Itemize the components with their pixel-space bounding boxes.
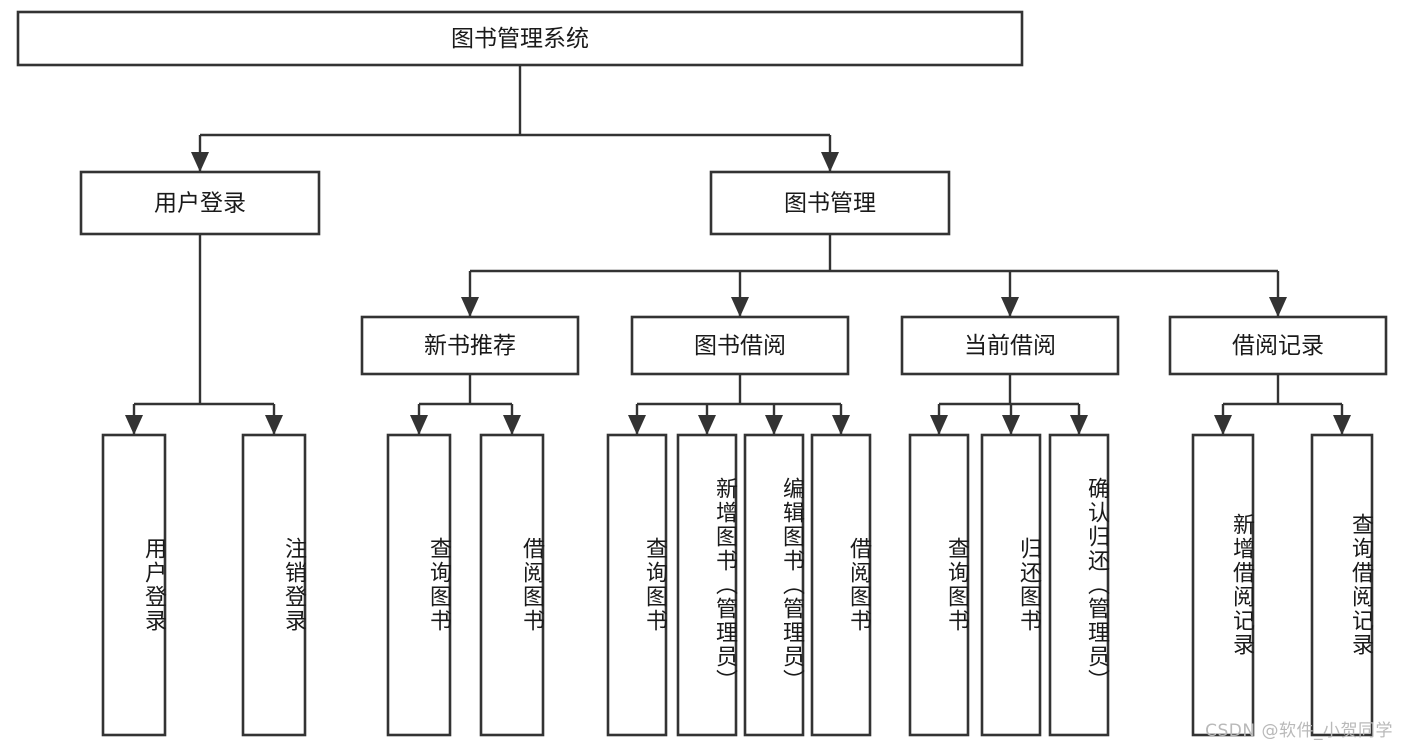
leaf-node-11-label-wrap: 新增借阅记录: [1229, 513, 1254, 657]
leaf-node-3-box[interactable]: [479, 433, 545, 737]
leaf-node-3-label: 借阅图书: [519, 537, 544, 633]
bookmgmt-to-level3-arrowhead-0: [461, 297, 479, 317]
level2-node-0-box[interactable]: [79, 170, 321, 236]
leaf-node-5-box[interactable]: [676, 433, 738, 737]
leaf-node-5-label: 新增图书（管理员）: [712, 477, 737, 693]
record-to-leaves-arrowhead-0: [1214, 415, 1232, 435]
leaf-node-12-box[interactable]: [1310, 433, 1374, 737]
leaf-node-2-box[interactable]: [386, 433, 452, 737]
connector-layer: [125, 65, 1351, 435]
current-to-leaves-arrowhead-2: [1070, 415, 1088, 435]
leaf-node-2-label: 查询图书: [426, 537, 451, 633]
leaf-node-10-label-wrap: 确认归还（管理员）: [1084, 477, 1109, 693]
leaf-node-7-label-wrap: 借阅图书: [846, 537, 871, 633]
leaf-node-4-label-wrap: 查询图书: [642, 537, 667, 633]
leaf-node-1-box[interactable]: [241, 433, 307, 737]
leaf-node-4-box[interactable]: [606, 433, 668, 737]
level2-node-1-box[interactable]: [709, 170, 951, 236]
level3-node-3-box[interactable]: [1168, 315, 1388, 376]
current-to-leaves-arrowhead-0: [930, 415, 948, 435]
leaf-node-2-label-wrap: 查询图书: [426, 537, 451, 633]
leaf-node-10-box[interactable]: [1048, 433, 1110, 737]
leaf-node-12-label-wrap: 查询借阅记录: [1348, 513, 1373, 657]
leaf-node-6-label: 编辑图书（管理员）: [779, 477, 804, 693]
newbook-to-leaves-arrowhead-1: [503, 415, 521, 435]
node-layer: 图书管理系统用户登录图书管理新书推荐图书借阅当前借阅借阅记录用户登录注销登录查询…: [16, 10, 1388, 737]
leaf-node-11-box[interactable]: [1191, 433, 1255, 737]
leaf-node-3-label-wrap: 借阅图书: [519, 537, 544, 633]
leaf-node-8-box[interactable]: [908, 433, 970, 737]
level2-node-1-label: 图书管理: [784, 191, 876, 217]
leaf-node-8-label: 查询图书: [944, 537, 969, 633]
leaf-node-11-label: 新增借阅记录: [1229, 513, 1254, 657]
leaf-node-10-label: 确认归还（管理员）: [1084, 477, 1109, 693]
leaf-node-5-label-wrap: 新增图书（管理员）: [712, 477, 737, 693]
borrow-to-leaves-arrowhead-0: [628, 415, 646, 435]
level3-node-1-label: 图书借阅: [694, 333, 786, 359]
borrow-to-leaves-arrowhead-1: [698, 415, 716, 435]
root-to-level2-arrowhead-1: [821, 152, 839, 172]
leaf-node-0-box[interactable]: [101, 433, 167, 737]
leaf-node-6-box[interactable]: [743, 433, 805, 737]
userlogin-to-leaves-arrowhead-0: [125, 415, 143, 435]
leaf-node-9-label: 归还图书: [1016, 537, 1041, 633]
leaf-node-9-label-wrap: 归还图书: [1016, 537, 1041, 633]
newbook-to-leaves-arrowhead-0: [410, 415, 428, 435]
level3-node-2-box[interactable]: [900, 315, 1120, 376]
leaf-node-1-label: 注销登录: [281, 537, 306, 633]
level2-node-0-label: 用户登录: [154, 191, 246, 217]
level3-node-0-label: 新书推荐: [424, 333, 516, 359]
level3-node-1-box[interactable]: [630, 315, 850, 376]
bookmgmt-to-level3-arrowhead-3: [1269, 297, 1287, 317]
leaf-node-0-label-wrap: 用户登录: [141, 537, 166, 633]
record-to-leaves-arrowhead-1: [1333, 415, 1351, 435]
leaf-node-8-label-wrap: 查询图书: [944, 537, 969, 633]
leaf-node-4-label: 查询图书: [642, 537, 667, 633]
leaf-node-0-label: 用户登录: [141, 537, 166, 633]
borrow-to-leaves-arrowhead-3: [832, 415, 850, 435]
userlogin-to-leaves-arrowhead-1: [265, 415, 283, 435]
root-node-label: 图书管理系统: [451, 26, 589, 52]
level3-node-0-box[interactable]: [360, 315, 580, 376]
bookmgmt-to-level3-arrowhead-1: [731, 297, 749, 317]
level3-node-2-label: 当前借阅: [964, 333, 1056, 359]
leaf-node-7-box[interactable]: [810, 433, 872, 737]
level3-node-3-label: 借阅记录: [1232, 333, 1324, 359]
root-node-box[interactable]: [16, 10, 1024, 67]
leaf-node-6-label-wrap: 编辑图书（管理员）: [779, 477, 804, 693]
leaf-node-9-box[interactable]: [980, 433, 1042, 737]
root-to-level2-arrowhead-0: [191, 152, 209, 172]
borrow-to-leaves-arrowhead-2: [765, 415, 783, 435]
leaf-node-12-label: 查询借阅记录: [1348, 513, 1373, 657]
leaf-node-1-label-wrap: 注销登录: [281, 537, 306, 633]
current-to-leaves-arrowhead-1: [1002, 415, 1020, 435]
leaf-node-7-label: 借阅图书: [846, 537, 871, 633]
bookmgmt-to-level3-arrowhead-2: [1001, 297, 1019, 317]
